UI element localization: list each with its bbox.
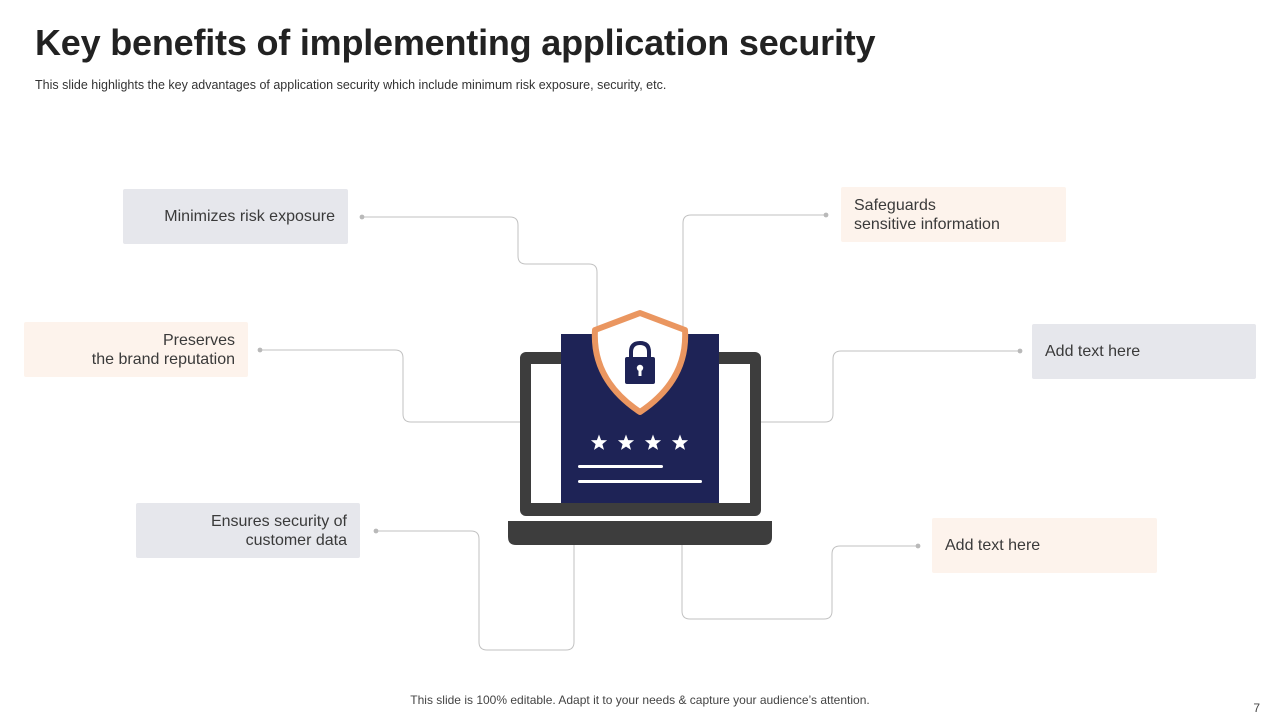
slide-footer: This slide is 100% editable. Adapt it to… bbox=[410, 693, 870, 707]
laptop-base bbox=[508, 521, 772, 545]
benefit-text: Ensures security of bbox=[210, 512, 347, 530]
benefit-add-text-bottom: Add text here bbox=[932, 518, 1157, 573]
connector-ensures-security bbox=[376, 530, 575, 651]
benefit-text: Safeguards bbox=[854, 196, 936, 214]
benefit-text: customer data bbox=[245, 531, 347, 549]
benefit-text: sensitive information bbox=[854, 215, 1000, 233]
benefit-ensures-security: Ensures security of customer data bbox=[136, 503, 360, 558]
benefit-text: Preserves bbox=[162, 331, 235, 349]
connector-add-text-bottom bbox=[681, 545, 918, 620]
text-line-long bbox=[578, 480, 702, 483]
star-icon bbox=[617, 434, 635, 450]
benefit-minimizes-risk: Minimizes risk exposure bbox=[123, 189, 348, 244]
rating-stars bbox=[590, 434, 689, 450]
benefit-safeguards: Safeguards sensitive information bbox=[841, 187, 1066, 242]
benefit-text: Add text here bbox=[945, 537, 1041, 554]
slide-subtitle: This slide highlights the key advantages… bbox=[35, 78, 667, 92]
connector-safeguards bbox=[682, 214, 826, 335]
benefit-add-text-top: Add text here bbox=[1032, 324, 1256, 379]
connector-add-text-top bbox=[760, 350, 1020, 423]
star-icon bbox=[644, 434, 662, 450]
star-icon bbox=[590, 434, 608, 450]
benefit-text: the brand reputation bbox=[91, 350, 235, 368]
text-line-short bbox=[578, 465, 663, 468]
connector-minimizes-risk bbox=[362, 216, 598, 335]
lock-icon bbox=[625, 340, 655, 384]
connector-preserves bbox=[260, 349, 520, 423]
page-number: 7 bbox=[1253, 701, 1260, 715]
benefit-preserves: Preserves the brand reputation bbox=[24, 322, 248, 377]
slide-title: Key benefits of implementing application… bbox=[35, 22, 876, 63]
benefit-text: Minimizes risk exposure bbox=[164, 208, 335, 225]
star-icon bbox=[671, 434, 689, 450]
benefit-text: Add text here bbox=[1045, 343, 1141, 360]
